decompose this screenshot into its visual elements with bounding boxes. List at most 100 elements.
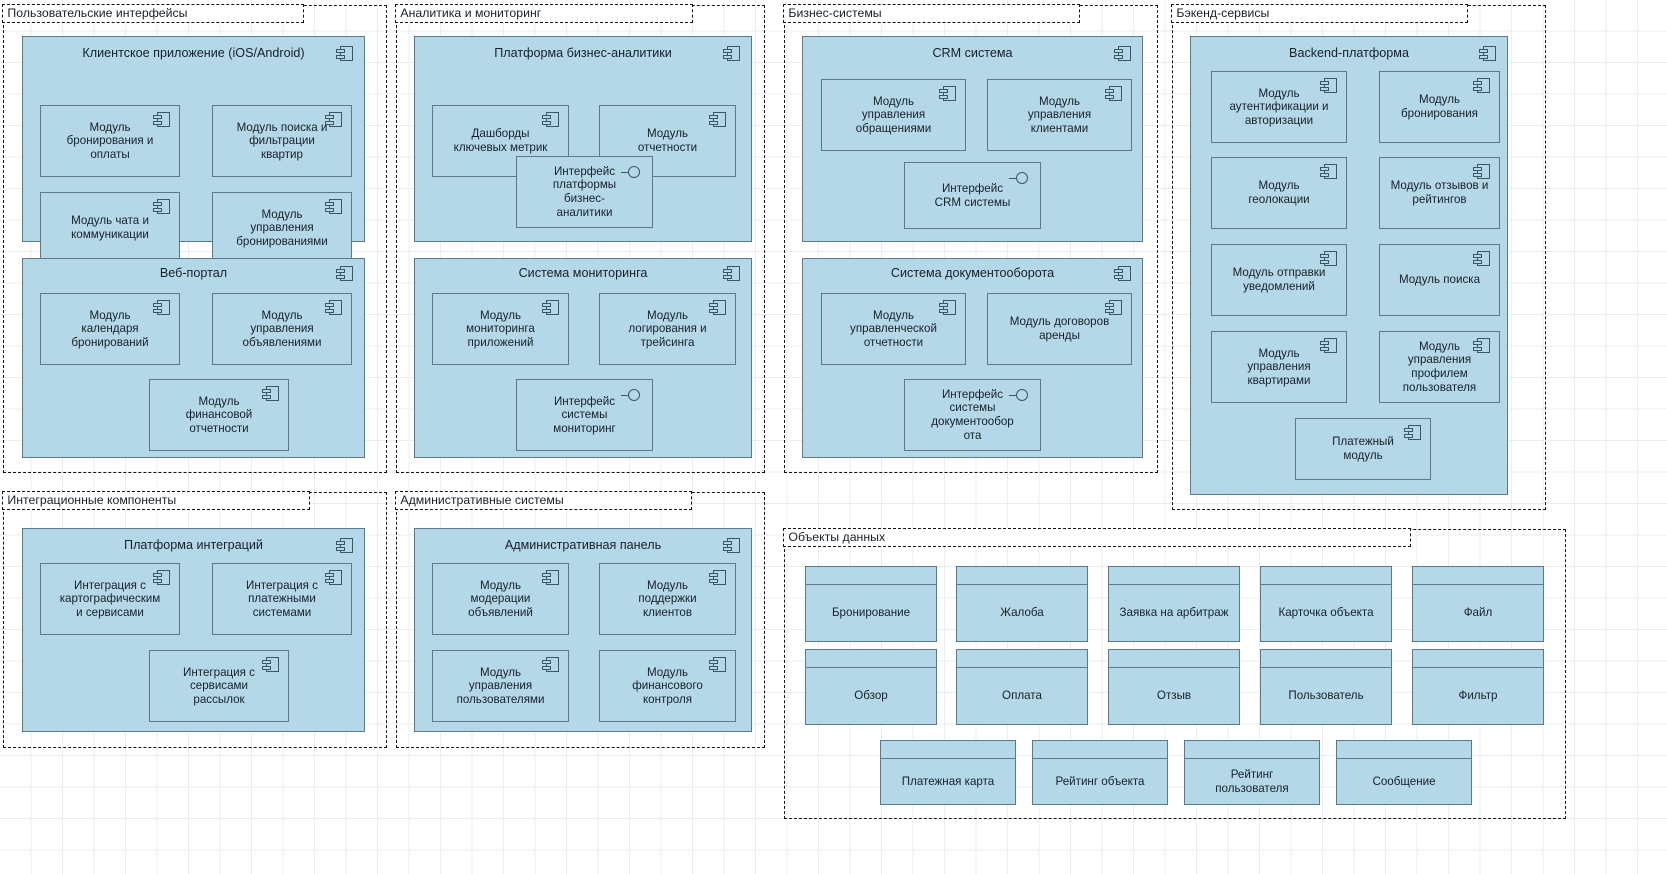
component-icon — [542, 570, 559, 585]
module-mailing-services-integration[interactable]: Интеграция с сервисами рассылок — [149, 650, 289, 722]
module-chat-communication[interactable]: Модуль чата и коммуникации — [40, 192, 180, 264]
module-user-profile[interactable]: Модуль управления профилем пользователя — [1379, 331, 1500, 403]
interface-bi-platform[interactable]: Интерфейс платформы бизнес- аналитики — [516, 156, 653, 228]
group-administrative-systems[interactable]: Административные системы — [395, 491, 765, 748]
module-auth[interactable]: Модуль аутентификации и авторизации — [1211, 71, 1347, 143]
module-financial-control[interactable]: Модуль финансового контроля — [599, 650, 736, 722]
module-customer-support[interactable]: Модуль поддержки клиентов — [599, 563, 736, 635]
interface-document-system[interactable]: Интерфейс системы документообор ота — [904, 379, 1041, 451]
module-backend-booking[interactable]: Модуль бронирования — [1379, 71, 1500, 143]
module-management-reporting[interactable]: Модуль управленческой отчетности — [821, 293, 966, 365]
module-reviews-ratings[interactable]: Модуль отзывов и рейтингов — [1379, 157, 1500, 229]
group-integration-components[interactable]: Интеграционные компоненты — [2, 491, 387, 748]
module-financial-reporting[interactable]: Модуль финансовой отчетности — [149, 379, 289, 451]
interface-label: Интерфейс платформы бизнес- аналитики — [552, 164, 617, 219]
component-title: Платформа интеграций — [124, 538, 263, 552]
group-data-objects[interactable]: Объекты данных — [783, 528, 1566, 819]
module-payment-systems-integration[interactable]: Интеграция с платежными системами — [212, 563, 352, 635]
module-geolocation[interactable]: Модуль геолокации — [1211, 157, 1347, 229]
module-label: Модуль отправки уведомлений — [1232, 266, 1326, 293]
component-title: Система документооборота — [890, 266, 1055, 280]
data-object[interactable]: Оплата — [956, 649, 1088, 725]
component-icon — [153, 300, 170, 315]
module-listing-management[interactable]: Модуль управления объявлениями — [212, 293, 352, 365]
data-object-header-strip — [1261, 650, 1391, 668]
provided-interface-lollipop-icon — [621, 389, 643, 401]
module-label: Модуль управления профилем пользователя — [1402, 339, 1477, 394]
module-label: Модуль календаря бронирований — [71, 308, 149, 349]
data-object-header-strip — [806, 650, 936, 668]
module-rental-contracts[interactable]: Модуль договоров аренды — [987, 293, 1132, 365]
data-object[interactable]: Рейтинг пользователя — [1184, 740, 1320, 805]
component-title: Backend-платформа — [1289, 46, 1409, 60]
component-icon — [542, 112, 559, 127]
data-object-name: Рейтинг пользователя — [1215, 767, 1289, 795]
component-title: Система мониторинга — [518, 266, 648, 280]
data-object[interactable]: Отзыв — [1108, 649, 1240, 725]
data-object-header-strip — [1033, 741, 1167, 759]
module-customer-management[interactable]: Модуль управления клиентами — [987, 79, 1132, 151]
component-crm-system[interactable]: CRM система Модуль управления обращениям… — [802, 36, 1143, 242]
data-object[interactable]: Файл — [1412, 566, 1544, 642]
module-notifications[interactable]: Модуль отправки уведомлений — [1211, 244, 1347, 316]
interface-monitoring-system[interactable]: Интерфейс системы мониторинг — [516, 379, 653, 451]
component-client-app[interactable]: Клиентское приложение (iOS/Android) Моду… — [22, 36, 365, 264]
group-user-interfaces[interactable]: Пользовательские интерфейсы — [2, 4, 387, 473]
group-business-systems[interactable]: Бизнес-системы — [783, 4, 1158, 473]
component-icon — [262, 386, 279, 401]
module-label: Модуль мониторинга приложений — [466, 308, 535, 349]
module-booking-payment[interactable]: Модуль бронирования и оплаты — [40, 105, 180, 177]
data-object[interactable]: Обзор — [805, 649, 937, 725]
data-object-header-strip — [1413, 650, 1543, 668]
module-label: Интеграция с платежными системами — [246, 578, 318, 619]
data-object[interactable]: Карточка объекта — [1260, 566, 1392, 642]
module-map-services-integration[interactable]: Интеграция с картографическим и сервисам… — [40, 563, 180, 635]
module-case-management[interactable]: Модуль управления обращениями — [821, 79, 966, 151]
data-object-name: Платежная карта — [901, 774, 995, 788]
component-document-system[interactable]: Система документооборота Модуль управлен… — [802, 258, 1143, 458]
component-icon — [1320, 338, 1337, 353]
component-icon — [325, 112, 342, 127]
module-search[interactable]: Модуль поиска — [1379, 244, 1500, 316]
module-apartment-management[interactable]: Модуль управления квартирами — [1211, 331, 1347, 403]
module-label: Модуль управления объявлениями — [242, 308, 322, 349]
module-user-management[interactable]: Модуль управления пользователями — [432, 650, 569, 722]
component-web-portal[interactable]: Веб-портал Модуль календаря бронирований… — [22, 258, 365, 458]
module-booking-management[interactable]: Модуль управления бронированиями — [212, 192, 352, 264]
data-object[interactable]: Платежная карта — [880, 740, 1016, 805]
module-label: Модуль поиска — [1398, 273, 1481, 287]
module-label: Модуль модерации объявлений — [468, 578, 533, 619]
group-label-data-objects: Объекты данных — [783, 528, 1412, 548]
component-backend-platform[interactable]: Backend-платформа Модуль аутентификации … — [1190, 36, 1508, 495]
module-payment[interactable]: Платежный модуль — [1295, 418, 1431, 480]
module-search-filter[interactable]: Модуль поиска и фильтрации квартир — [212, 105, 352, 177]
data-object[interactable]: Бронирование — [805, 566, 937, 642]
data-object[interactable]: Жалоба — [956, 566, 1088, 642]
component-icon — [1320, 251, 1337, 266]
component-monitoring-system[interactable]: Система мониторинга Модуль мониторинга п… — [414, 258, 752, 458]
component-admin-panel[interactable]: Административная панель Модуль модерации… — [414, 528, 752, 732]
data-object[interactable]: Заявка на арбитраж — [1108, 566, 1240, 642]
data-object-header-strip — [1109, 650, 1239, 668]
group-backend-services[interactable]: Бэкенд-сервисы — [1171, 4, 1546, 510]
data-object-name: Карточка объекта — [1278, 606, 1374, 620]
module-application-monitoring[interactable]: Модуль мониторинга приложений — [432, 293, 569, 365]
module-listing-moderation[interactable]: Модуль модерации объявлений — [432, 563, 569, 635]
data-object[interactable]: Пользователь — [1260, 649, 1392, 725]
interface-crm-system[interactable]: Интерфейс CRM системы — [904, 162, 1041, 229]
group-analytics-monitoring[interactable]: Аналитика и мониторинг — [395, 4, 765, 473]
component-bi-platform[interactable]: Платформа бизнес-аналитики Дашборды ключ… — [414, 36, 752, 242]
component-integration-platform[interactable]: Платформа интеграций Интеграция с картог… — [22, 528, 365, 732]
data-object[interactable]: Рейтинг объекта — [1032, 740, 1168, 805]
data-object[interactable]: Фильтр — [1412, 649, 1544, 725]
group-label-analytics-monitoring: Аналитика и мониторинг — [395, 4, 694, 24]
module-label: Модуль геолокации — [1248, 179, 1310, 206]
component-icon — [1404, 425, 1421, 440]
component-icon — [1105, 300, 1122, 315]
data-object-name: Заявка на арбитраж — [1119, 606, 1229, 620]
module-booking-calendar[interactable]: Модуль календаря бронирований — [40, 293, 180, 365]
module-logging-tracing[interactable]: Модуль логирования и трейсинга — [599, 293, 736, 365]
data-object-header-strip — [1185, 741, 1319, 759]
data-object[interactable]: Сообщение — [1336, 740, 1472, 805]
component-icon — [262, 657, 279, 672]
